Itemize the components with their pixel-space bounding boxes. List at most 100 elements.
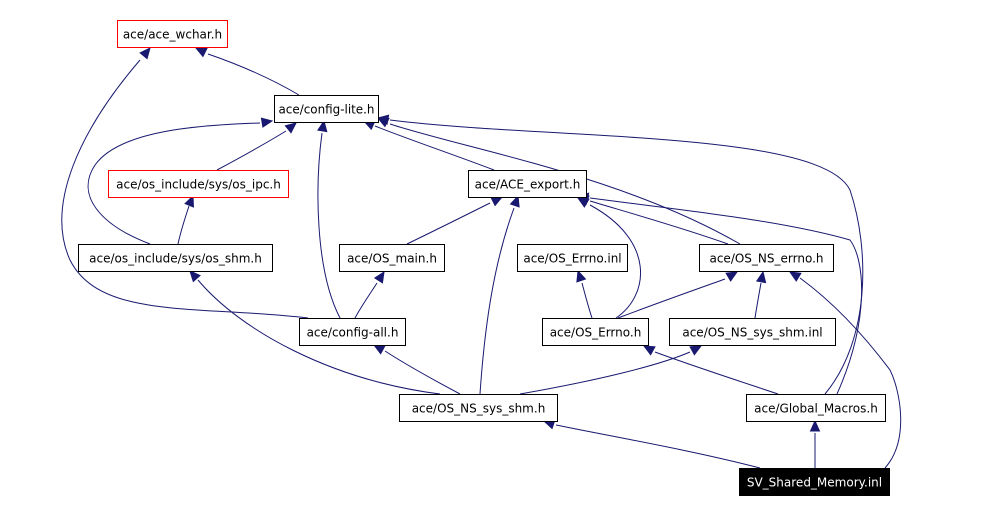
edge-arrowhead <box>317 119 328 133</box>
edge-line <box>479 207 515 395</box>
node-label: ace/OS_main.h <box>347 252 437 266</box>
edge-arrowhead <box>194 47 208 58</box>
node-box <box>699 244 834 272</box>
edge-line <box>654 351 779 395</box>
edge-line <box>197 279 441 395</box>
edge-arrowhead <box>376 114 390 125</box>
edge-arrowhead <box>809 419 821 432</box>
edge-line <box>617 278 726 319</box>
edge-global_macros-to-os_errno_h <box>642 345 779 395</box>
edge-line <box>87 122 261 245</box>
node-box <box>517 244 628 272</box>
edge-line <box>317 132 341 319</box>
edge-line <box>406 202 491 245</box>
edge-os_ns_sys_shm_h-to-os_ns_sys_shm_inl <box>519 345 703 395</box>
edge-os_main-to-ace_export <box>406 196 504 245</box>
node-os-errno-h[interactable]: ace/OS_Errno.h <box>542 318 649 346</box>
edge-arrowhead <box>725 271 739 282</box>
edge-sv_shared_memory-to-os_ns_sys_shm_h <box>542 419 761 469</box>
edge-arrowhead <box>642 345 656 356</box>
node-box <box>117 20 228 48</box>
edge-line <box>177 205 190 245</box>
edges-layer <box>61 47 902 469</box>
node-label: ace/ace_wchar.h <box>123 28 222 42</box>
edge-os_ns_sys_shm_inl-to-os_ns_errno <box>754 270 767 319</box>
edge-config_lite-to-ace_wchar <box>194 47 300 96</box>
node-label: ace/OS_Errno.h <box>550 326 642 340</box>
node-box <box>542 318 649 346</box>
edge-arrowhead <box>509 194 520 208</box>
edge-config_all-to-config_lite <box>317 119 341 319</box>
node-os-errno-inl[interactable]: ace/OS_Errno.inl <box>517 244 628 272</box>
edge-arrowhead <box>490 196 504 207</box>
node-os-ns-sys-shm-h[interactable]: ace/OS_NS_sys_shm.h <box>399 394 558 422</box>
edge-line <box>799 277 902 469</box>
edge-line <box>754 282 762 319</box>
node-box <box>108 170 289 198</box>
node-global-macros[interactable]: ace/Global_Macros.h <box>746 394 886 422</box>
edge-line <box>207 53 300 96</box>
node-os-ipc[interactable]: ace/os_include/sys/os_ipc.h <box>108 170 289 198</box>
node-os-ns-sys-shm-inl[interactable]: ace/OS_NS_sys_shm.inl <box>669 318 836 346</box>
node-label: SV_Shared_Memory.inl <box>747 476 882 490</box>
node-ace-export[interactable]: ace/ACE_export.h <box>468 170 587 198</box>
node-config-all[interactable]: ace/config-all.h <box>299 318 406 346</box>
node-box <box>339 244 445 272</box>
node-label: ace/OS_Errno.inl <box>523 252 621 266</box>
edge-line <box>589 197 863 395</box>
node-label: ace/os_include/sys/os_shm.h <box>89 252 262 266</box>
node-label: ace/config-lite.h <box>279 103 375 117</box>
edge-os_ns_sys_shm_h-to-os_shm <box>189 270 441 395</box>
edge-arrowhead <box>788 271 802 282</box>
edge-line <box>354 282 378 319</box>
node-config-lite[interactable]: ace/config-lite.h <box>274 95 379 123</box>
node-box <box>78 244 273 272</box>
node-sv-shared-memory[interactable]: SV_Shared_Memory.inl <box>739 468 890 496</box>
edge-sv_shared_memory-to-global_macros <box>809 419 821 468</box>
edge-os_ns_sys_shm_h-to-ace_export <box>479 194 520 395</box>
edge-config_all-to-os_main <box>354 270 385 319</box>
edge-os_errno_h-to-os_errno_inl <box>576 269 593 319</box>
node-label: ace/ACE_export.h <box>475 178 581 192</box>
node-box <box>399 394 558 422</box>
edge-arrowhead <box>260 117 274 128</box>
node-box <box>274 95 379 123</box>
node-label: ace/OS_NS_sys_shm.inl <box>682 326 822 340</box>
edge-arrowhead <box>689 345 703 356</box>
edge-line <box>389 119 864 395</box>
node-os-ns-errno[interactable]: ace/OS_NS_errno.h <box>699 244 834 272</box>
edge-arrowhead <box>184 194 194 208</box>
edge-line <box>555 424 761 469</box>
edge-line <box>519 351 691 395</box>
node-label: ace/Global_Macros.h <box>754 402 878 416</box>
edge-arrowhead <box>189 270 201 283</box>
node-label: ace/OS_NS_sys_shm.h <box>412 402 546 416</box>
edge-os_ns_sys_shm_h-to-config_all <box>372 344 461 395</box>
edge-os_shm-to-config_lite <box>87 117 274 245</box>
node-box <box>669 318 836 346</box>
edge-os_errno_h-to-os_ns_errno <box>617 271 739 319</box>
edge-line <box>589 204 642 319</box>
edge-arrowhead <box>755 270 767 284</box>
edge-arrowhead <box>373 270 385 284</box>
node-label: ace/OS_NS_errno.h <box>709 252 823 266</box>
edge-line <box>374 125 495 171</box>
node-label: ace/os_include/sys/os_ipc.h <box>116 178 281 192</box>
node-label: ace/config-all.h <box>307 326 399 340</box>
node-box <box>468 170 587 198</box>
node-ace-wchar[interactable]: ace/ace_wchar.h <box>117 20 228 48</box>
edge-config_all-to-ace_wchar <box>61 47 309 319</box>
node-os-main[interactable]: ace/OS_main.h <box>339 244 445 272</box>
edge-line <box>581 282 593 319</box>
node-os-shm[interactable]: ace/os_include/sys/os_shm.h <box>78 244 273 272</box>
edge-ace_export-to-config_lite <box>362 120 495 171</box>
nodes-layer: ace/ace_wchar.h ace/config-lite.h ace/os_i… <box>78 20 890 496</box>
edge-global_macros-to-config_lite <box>376 114 864 395</box>
edge-arrowhead <box>139 47 151 60</box>
edge-sv_shared_memory-to-os_ns_errno <box>788 271 902 469</box>
node-box <box>299 318 406 346</box>
node-box <box>739 468 890 496</box>
edge-line <box>389 123 741 245</box>
edge-os_shm-to-os_ipc <box>177 194 194 245</box>
